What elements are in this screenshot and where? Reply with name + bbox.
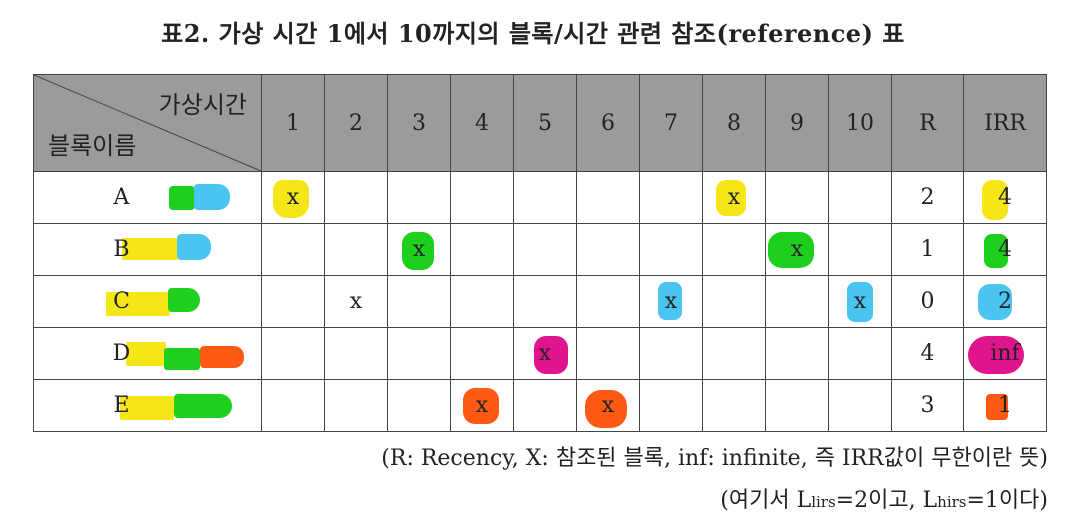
table-cell	[765, 171, 829, 224]
table-cell	[513, 275, 577, 328]
table-cell	[261, 223, 325, 276]
virtual-time-label: 가상시간	[158, 91, 247, 119]
col-header-1: 1	[261, 74, 325, 172]
table-cell	[576, 223, 640, 276]
table-cell	[324, 171, 388, 224]
table-cell: x	[513, 327, 577, 380]
legend-note: (R: Recency, X: 참조된 블록, inf: infinite, 즉…	[381, 446, 1048, 471]
table-cell	[765, 379, 829, 432]
table-cell	[765, 327, 829, 380]
irr-cell: 1	[963, 379, 1047, 432]
table-cell	[702, 327, 766, 380]
table-cell	[702, 379, 766, 432]
table-row: A x x 2 4	[33, 171, 1047, 224]
table-row: E x x 3 1	[33, 379, 1047, 432]
block-name-cell: D	[33, 327, 262, 380]
table-cell	[828, 223, 892, 276]
table-cell	[513, 379, 577, 432]
table-cell	[639, 379, 703, 432]
col-header-r: R	[891, 74, 964, 172]
recency-cell: 3	[891, 379, 964, 432]
table-cell	[702, 223, 766, 276]
irr-cell: 4	[963, 223, 1047, 276]
table-cell	[387, 171, 451, 224]
table-cell	[513, 171, 577, 224]
table-cell	[324, 379, 388, 432]
table-cell	[324, 223, 388, 276]
col-header-6: 6	[576, 74, 640, 172]
table-cell	[261, 327, 325, 380]
block-name-label: 블록이름	[48, 132, 137, 160]
table-cell	[450, 171, 514, 224]
table-cell	[576, 171, 640, 224]
table-cell	[639, 171, 703, 224]
table-cell: x	[828, 275, 892, 328]
table-cell	[639, 327, 703, 380]
table-cell: x	[765, 223, 829, 276]
table-cell: x	[639, 275, 703, 328]
irr-cell: 4	[963, 171, 1047, 224]
table-cell	[261, 275, 325, 328]
table-cell	[639, 223, 703, 276]
table-cell: x	[450, 379, 514, 432]
table-cell	[450, 327, 514, 380]
block-name-cell: A	[33, 171, 262, 224]
block-name-cell: E	[33, 379, 262, 432]
irr-cell: 2	[963, 275, 1047, 328]
table-cell	[576, 327, 640, 380]
table-cell	[387, 327, 451, 380]
table-cell	[450, 223, 514, 276]
col-header-7: 7	[639, 74, 703, 172]
irr-cell: inf	[963, 327, 1047, 380]
recency-cell: 1	[891, 223, 964, 276]
recency-cell: 2	[891, 171, 964, 224]
table-cell	[576, 275, 640, 328]
reference-table: 가상시간 블록이름 1 2 3 4 5 6 7 8 9 10 R IRR A x	[33, 74, 1047, 432]
recency-cell: 0	[891, 275, 964, 328]
table-cell	[387, 275, 451, 328]
block-name-cell: C	[33, 275, 262, 328]
table-cell: x	[324, 275, 388, 328]
table-cell: x	[387, 223, 451, 276]
table-cell	[387, 379, 451, 432]
col-header-4: 4	[450, 74, 514, 172]
col-header-10: 10	[828, 74, 892, 172]
block-name-cell: B	[33, 223, 262, 276]
diagonal-line	[34, 75, 261, 171]
col-header-9: 9	[765, 74, 829, 172]
col-header-8: 8	[702, 74, 766, 172]
table-cell: x	[702, 171, 766, 224]
table-cell	[450, 275, 514, 328]
table-cell	[261, 379, 325, 432]
table-cell	[828, 327, 892, 380]
col-header-5: 5	[513, 74, 577, 172]
table-row: C x x x 0 2	[33, 275, 1047, 328]
lirs-hirs-note: (여기서 Llirs=2이고, Lhirs=1이다)	[720, 488, 1048, 513]
table-cell	[324, 327, 388, 380]
table-cell: x	[576, 379, 640, 432]
table-cell	[828, 171, 892, 224]
table-row: D x 4 inf	[33, 327, 1047, 380]
table-row: B x x 1 4	[33, 223, 1047, 276]
corner-cell: 가상시간 블록이름	[33, 74, 262, 172]
col-header-2: 2	[324, 74, 388, 172]
recency-cell: 4	[891, 327, 964, 380]
table-cell	[513, 223, 577, 276]
header-row: 가상시간 블록이름 1 2 3 4 5 6 7 8 9 10 R IRR	[33, 74, 1047, 172]
table-cell	[702, 275, 766, 328]
table-cell	[765, 275, 829, 328]
col-header-irr: IRR	[963, 74, 1047, 172]
table-title: 표2. 가상 시간 1에서 10까지의 블록/시간 관련 참조(referenc…	[161, 19, 905, 48]
table-cell	[828, 379, 892, 432]
table-cell: x	[261, 171, 325, 224]
col-header-3: 3	[387, 74, 451, 172]
